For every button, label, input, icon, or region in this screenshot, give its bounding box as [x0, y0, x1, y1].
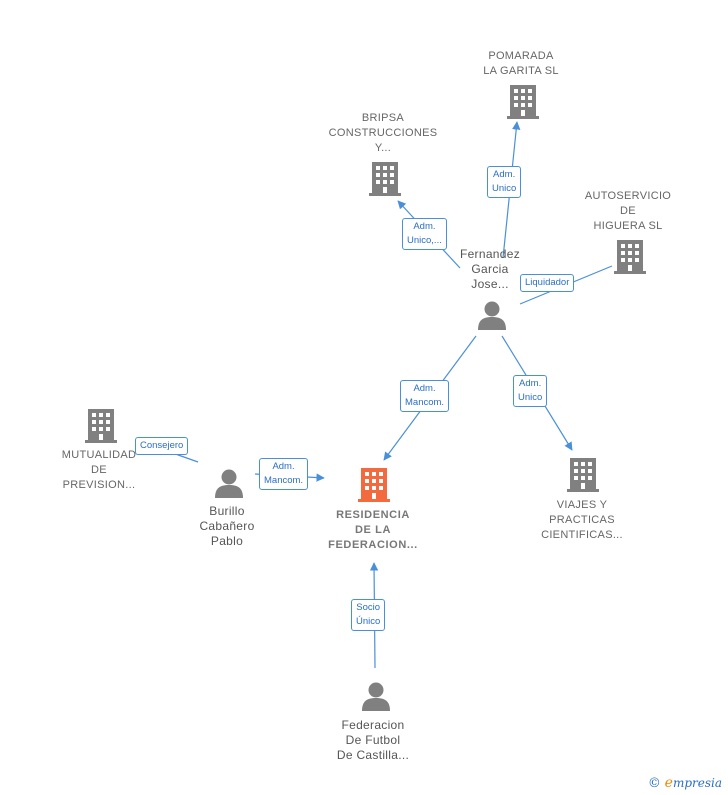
empresia-credit[interactable]: © empresia	[648, 775, 722, 791]
node-label-autoservicio[interactable]: AUTOSERVICIO DE HIGUERA SL	[584, 190, 672, 232]
edge-label-burillo-residencia[interactable]: Adm. Mancom.	[259, 458, 309, 490]
edge-label-fernandez-residencia[interactable]: Adm. Mancom.	[400, 380, 450, 412]
node-label-fernandez[interactable]: Fernandez Garcia Jose...	[459, 247, 521, 291]
edge-label-fernandez-pomarada[interactable]: Adm. Unico	[487, 166, 522, 198]
node-label-pomarada[interactable]: POMARADA LA GARITA SL	[483, 50, 559, 77]
node-label-mutualidad[interactable]: MUTUALIDAD DE PREVISION...	[61, 449, 137, 491]
person-icon[interactable]	[478, 301, 506, 331]
edge-label-burillo-mutualidad[interactable]: Consejero	[135, 437, 189, 455]
building-icon[interactable]	[567, 458, 599, 492]
edge-label-fernandez-viajes[interactable]: Adm. Unico	[513, 375, 548, 407]
person-icon[interactable]	[362, 682, 390, 712]
building-icon[interactable]	[614, 240, 646, 274]
building-icon[interactable]	[85, 409, 117, 443]
edge-label-fernandez-bripsa[interactable]: Adm. Unico,...	[402, 218, 447, 250]
node-label-residencia[interactable]: RESIDENCIA DE LA FEDERACION...	[328, 509, 418, 551]
copyright-icon: ©	[647, 776, 661, 791]
node-label-viajes[interactable]: VIAJES Y PRACTICAS CIENTIFICAS...	[541, 499, 623, 541]
edge-label-federacion-residencia[interactable]: Socio Único	[351, 599, 386, 631]
building-icon[interactable]	[358, 468, 390, 502]
node-label-federacion[interactable]: Federacion De Futbol De Castilla...	[336, 718, 410, 762]
building-icon[interactable]	[507, 85, 539, 119]
person-icon[interactable]	[215, 469, 243, 499]
building-icon[interactable]	[369, 162, 401, 196]
brand-name: mpresia	[672, 776, 722, 790]
node-label-burillo[interactable]: Burillo Cabañero Pablo	[199, 504, 255, 548]
brand-initial: e	[664, 775, 673, 791]
edge-label-fernandez-autoservicio[interactable]: Liquidador	[520, 274, 575, 292]
node-label-bripsa[interactable]: BRIPSA CONSTRUCCIONES Y...	[328, 112, 438, 154]
